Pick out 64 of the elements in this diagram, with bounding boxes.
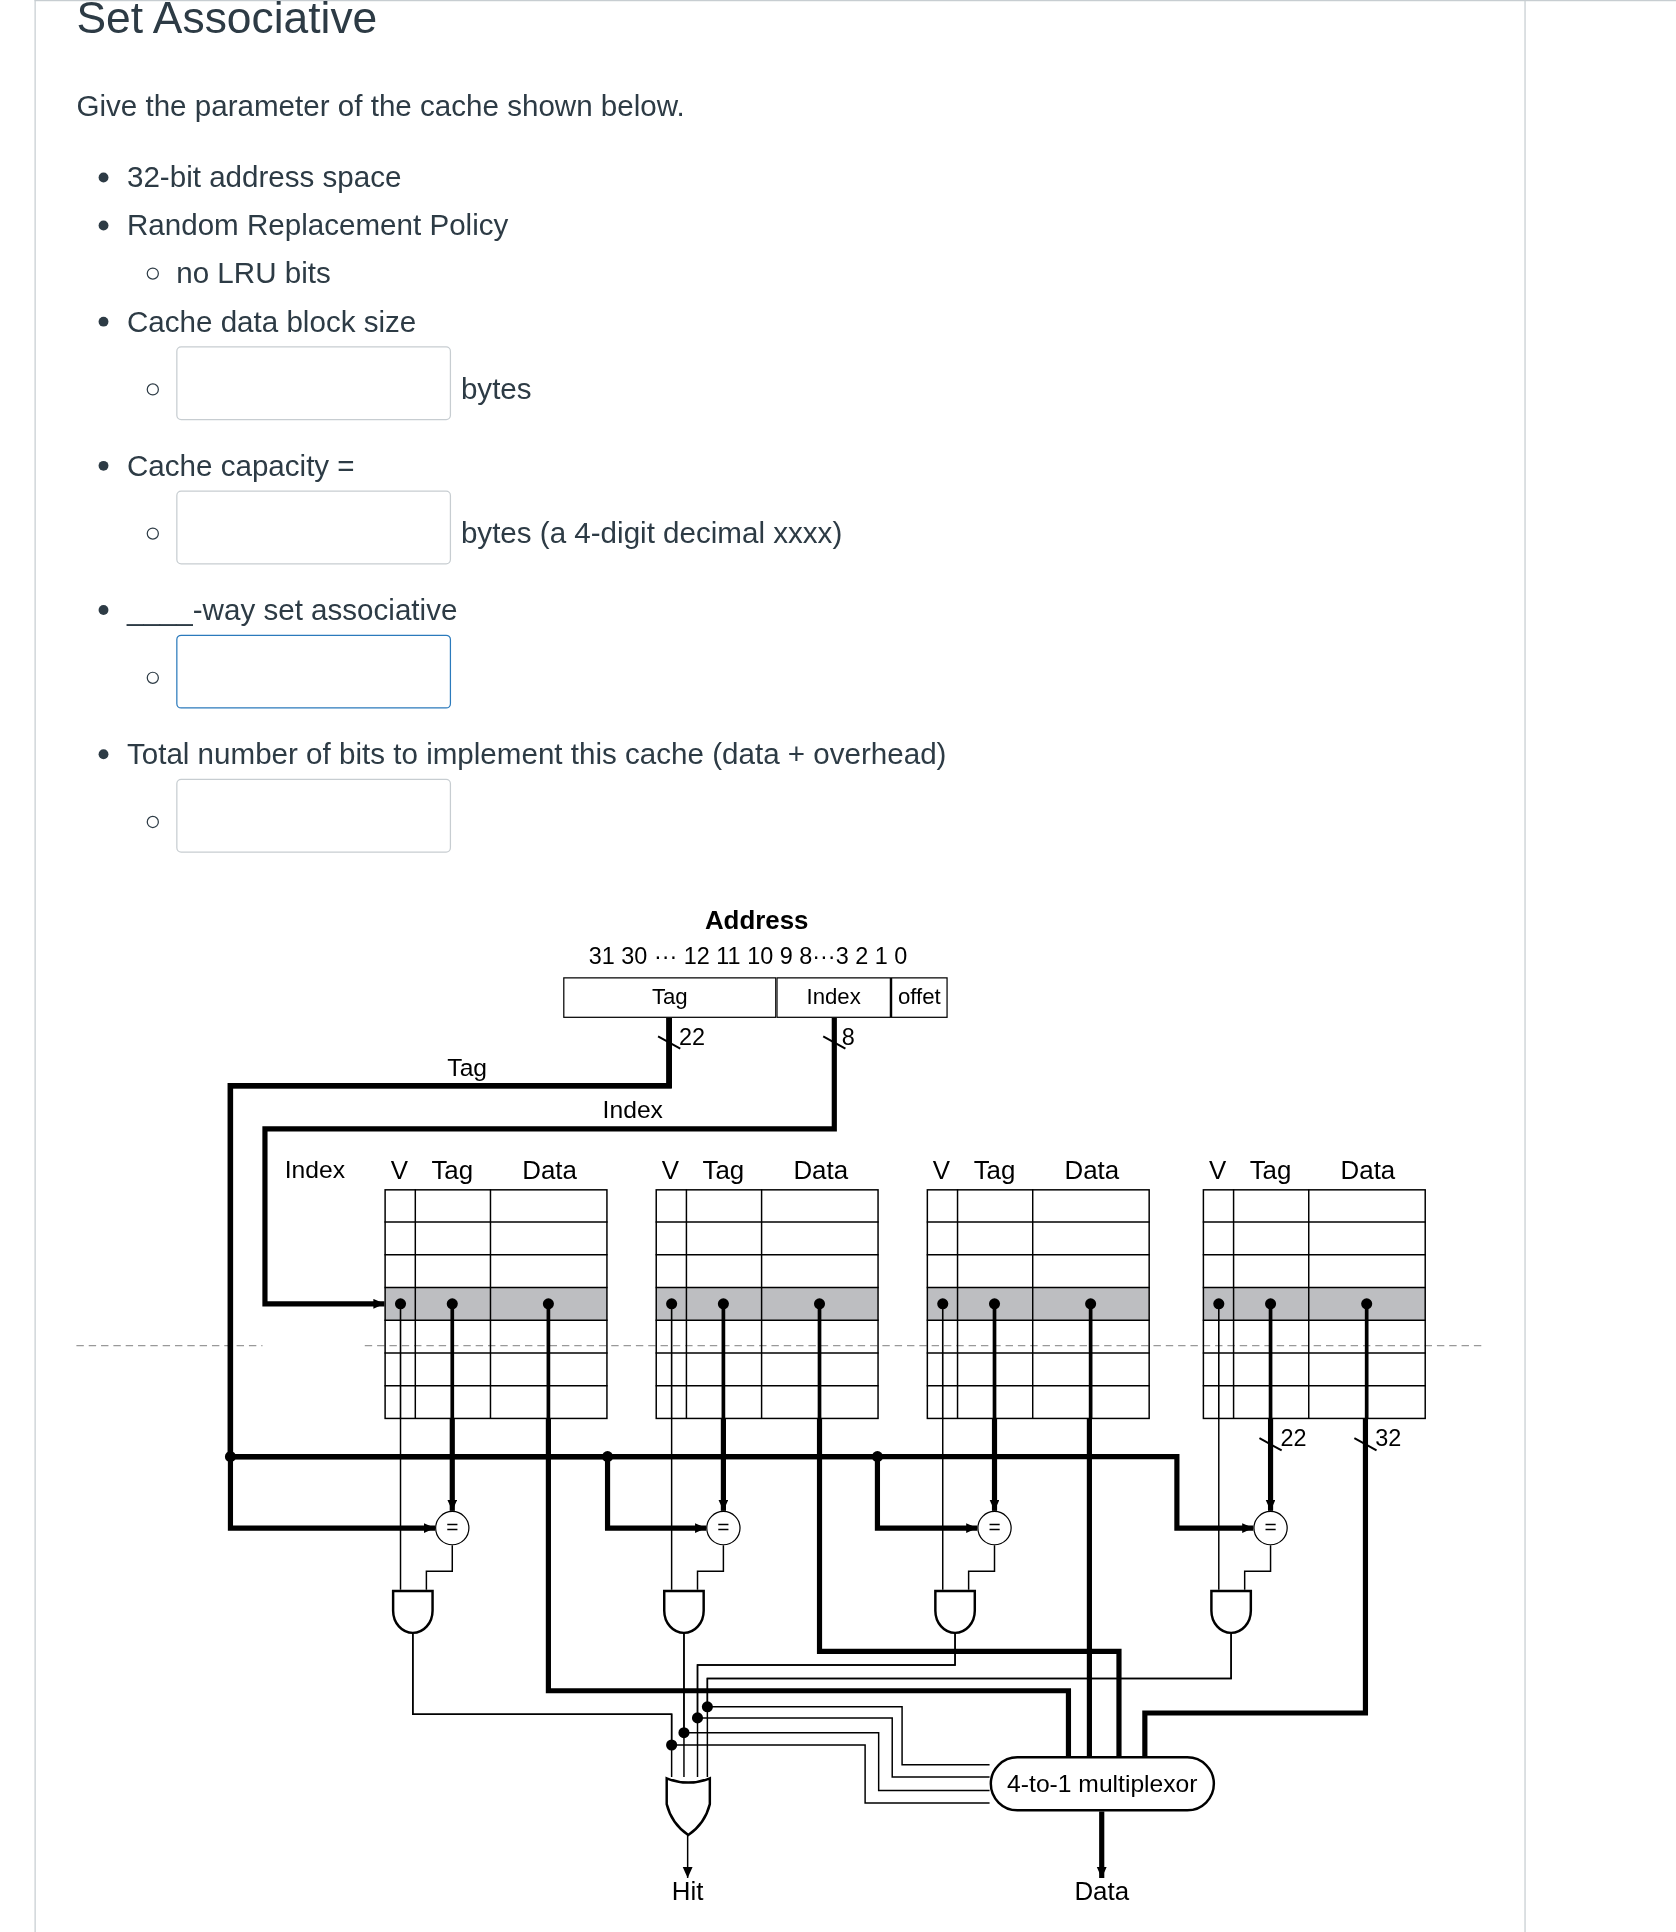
comparator: = — [435, 1510, 470, 1546]
wire — [447, 1418, 458, 1511]
unit-text: bytes (a 4-digit decimal xxxx) — [460, 516, 843, 551]
column-header: Data — [521, 1155, 578, 1186]
wire — [262, 1017, 837, 1309]
list-item: Random Replacement Policy — [126, 208, 509, 243]
and-gate — [391, 1589, 434, 1635]
and-gate — [1210, 1589, 1253, 1635]
wire — [425, 1544, 453, 1591]
unit-text: bytes — [460, 372, 532, 407]
bus-width-label: 22 — [679, 1024, 706, 1051]
diagram-heading: Address — [703, 905, 810, 936]
wire — [1218, 1417, 1220, 1591]
wire — [1086, 1418, 1092, 1757]
output-label: Hit — [656, 1878, 719, 1906]
wire — [816, 1418, 1122, 1757]
wire — [227, 1017, 1254, 1534]
wire — [1265, 1418, 1276, 1511]
wire — [670, 1417, 673, 1591]
column-header: Tag — [972, 1155, 1017, 1186]
address-field: Tag — [563, 977, 777, 1018]
address-field: Index — [776, 977, 891, 1018]
wire — [718, 1418, 729, 1511]
list-item: Total number of bits to implement this cache (data + overhead) — [126, 736, 947, 771]
bus-width-label: 22 — [1280, 1424, 1307, 1452]
wire — [942, 1417, 944, 1591]
comparator: = — [706, 1510, 741, 1546]
comparator: = — [977, 1510, 1012, 1546]
instruction-text: Give the parameter of the cache shown below. — [76, 88, 685, 123]
bus-width-label: 8 — [841, 1024, 855, 1051]
wire — [696, 1544, 725, 1591]
bus-width-label: 32 — [1375, 1424, 1402, 1452]
or-gate — [665, 1777, 712, 1834]
signal-label: Index — [284, 1155, 345, 1185]
wire — [682, 1833, 693, 1879]
column-header: Tag — [701, 1155, 746, 1186]
list-item: 32-bit address space — [126, 160, 402, 195]
signal-label: Tag — [447, 1053, 488, 1082]
bit-numbers: 31 30 ··· 12 11 10 9 8···3 2 1 0 — [587, 942, 909, 970]
column-header: Tag — [430, 1155, 475, 1186]
column-header: Data — [792, 1155, 850, 1186]
page-title: Set Associative — [76, 0, 378, 44]
list-item: ____-way set associative — [126, 592, 458, 627]
multiplexer: 4-to-1 multiplexor — [989, 1756, 1216, 1812]
wire — [989, 1418, 1000, 1511]
wire — [412, 1633, 991, 1804]
and-gate — [663, 1589, 705, 1635]
list-item: Cache capacity = — [126, 448, 355, 483]
and-gate — [934, 1589, 976, 1635]
wire — [399, 1417, 402, 1591]
column-header: Data — [1063, 1155, 1121, 1186]
wire — [1243, 1544, 1272, 1591]
wire — [545, 1418, 1072, 1757]
column-header: Tag — [1248, 1155, 1293, 1186]
list-item: no LRU bits — [176, 256, 331, 291]
column-header: Data — [1339, 1155, 1397, 1186]
signal-label: Index — [602, 1095, 663, 1124]
wire — [1142, 1418, 1369, 1757]
comparator: = — [1253, 1510, 1288, 1546]
address-field: offet — [891, 977, 948, 1018]
list-item: Cache data block size — [126, 304, 417, 339]
wire — [1096, 1811, 1107, 1879]
wire — [967, 1544, 996, 1591]
output-label: Data — [1064, 1878, 1139, 1906]
